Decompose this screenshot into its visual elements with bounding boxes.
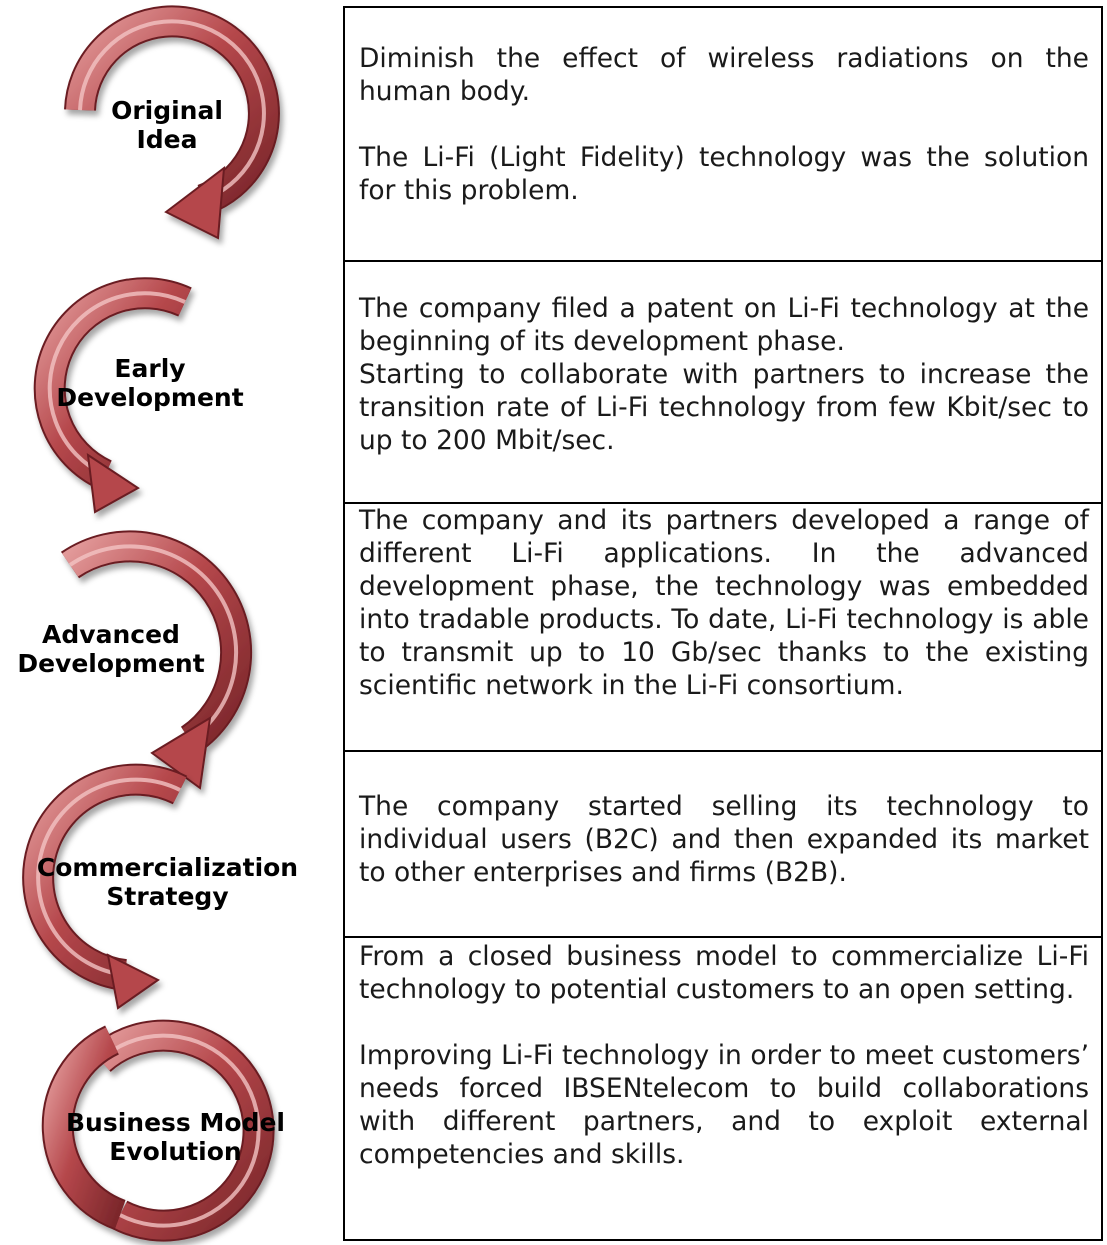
stage-description: The company and its partners developed a…	[359, 504, 1089, 702]
stage-label-line: Evolution	[109, 1137, 242, 1166]
curved-arrow-icon	[22, 763, 188, 1010]
stage-description: The company filed a patent on Li-Fi tech…	[359, 292, 1089, 457]
description-paragraph: The company and its partners developed a…	[359, 505, 1089, 701]
table-row: The company filed a patent on Li-Fi tech…	[343, 262, 1103, 504]
curved-arrow-icon	[33, 277, 192, 514]
table-row: Diminish the effect of wireless radiatio…	[343, 6, 1103, 262]
table-row: The company and its partners developed a…	[343, 504, 1103, 752]
description-paragraph: Starting to collaborate with partners to…	[359, 359, 1089, 456]
stage-label-line: Early	[114, 354, 186, 383]
stage-label-advanced-development: Advanced Development	[2, 620, 220, 678]
curved-arrow-icon	[64, 5, 280, 240]
description-paragraph: The company filed a patent on Li-Fi tech…	[359, 293, 1089, 357]
table-row: From a closed business model to commerci…	[343, 938, 1103, 1241]
table-row: The company started selling its technolo…	[343, 752, 1103, 938]
stage-label-line: Original	[111, 96, 223, 125]
description-paragraph: Improving Li-Fi technology in order to m…	[359, 1040, 1089, 1170]
description-paragraph: Diminish the effect of wireless radiatio…	[359, 43, 1089, 107]
stage-label-line: Idea	[136, 125, 198, 154]
description-paragraph: From a closed business model to commerci…	[359, 941, 1089, 1005]
stage-label-original-idea: Original Idea	[92, 96, 242, 154]
stage-label-line: Business Model	[66, 1108, 285, 1137]
stage-label-commercialization-strategy: Commercialization Strategy	[20, 853, 315, 911]
stage-label-early-development: Early Development	[40, 354, 260, 412]
stage-description: Diminish the effect of wireless radiatio…	[359, 42, 1089, 207]
stage-description-table: Diminish the effect of wireless radiatio…	[343, 6, 1103, 1241]
curved-arrow-icon	[41, 1019, 275, 1242]
stage-description: The company started selling its technolo…	[359, 790, 1089, 889]
stage-arrows-graphic	[22, 5, 280, 1242]
stage-label-business-model-evolution: Business Model Evolution	[48, 1108, 303, 1166]
stage-label-line: Development	[56, 383, 244, 412]
description-paragraph: The Li-Fi (Light Fidelity) technology wa…	[359, 142, 1089, 206]
stage-label-line: Strategy	[106, 882, 229, 911]
stage-label-line: Development	[17, 649, 205, 678]
stage-label-line: Commercialization	[36, 853, 299, 882]
stage-label-line: Advanced	[42, 620, 180, 649]
stage-description: From a closed business model to commerci…	[359, 940, 1089, 1171]
description-paragraph: The company started selling its technolo…	[359, 791, 1089, 888]
curved-arrow-icon	[60, 530, 253, 790]
